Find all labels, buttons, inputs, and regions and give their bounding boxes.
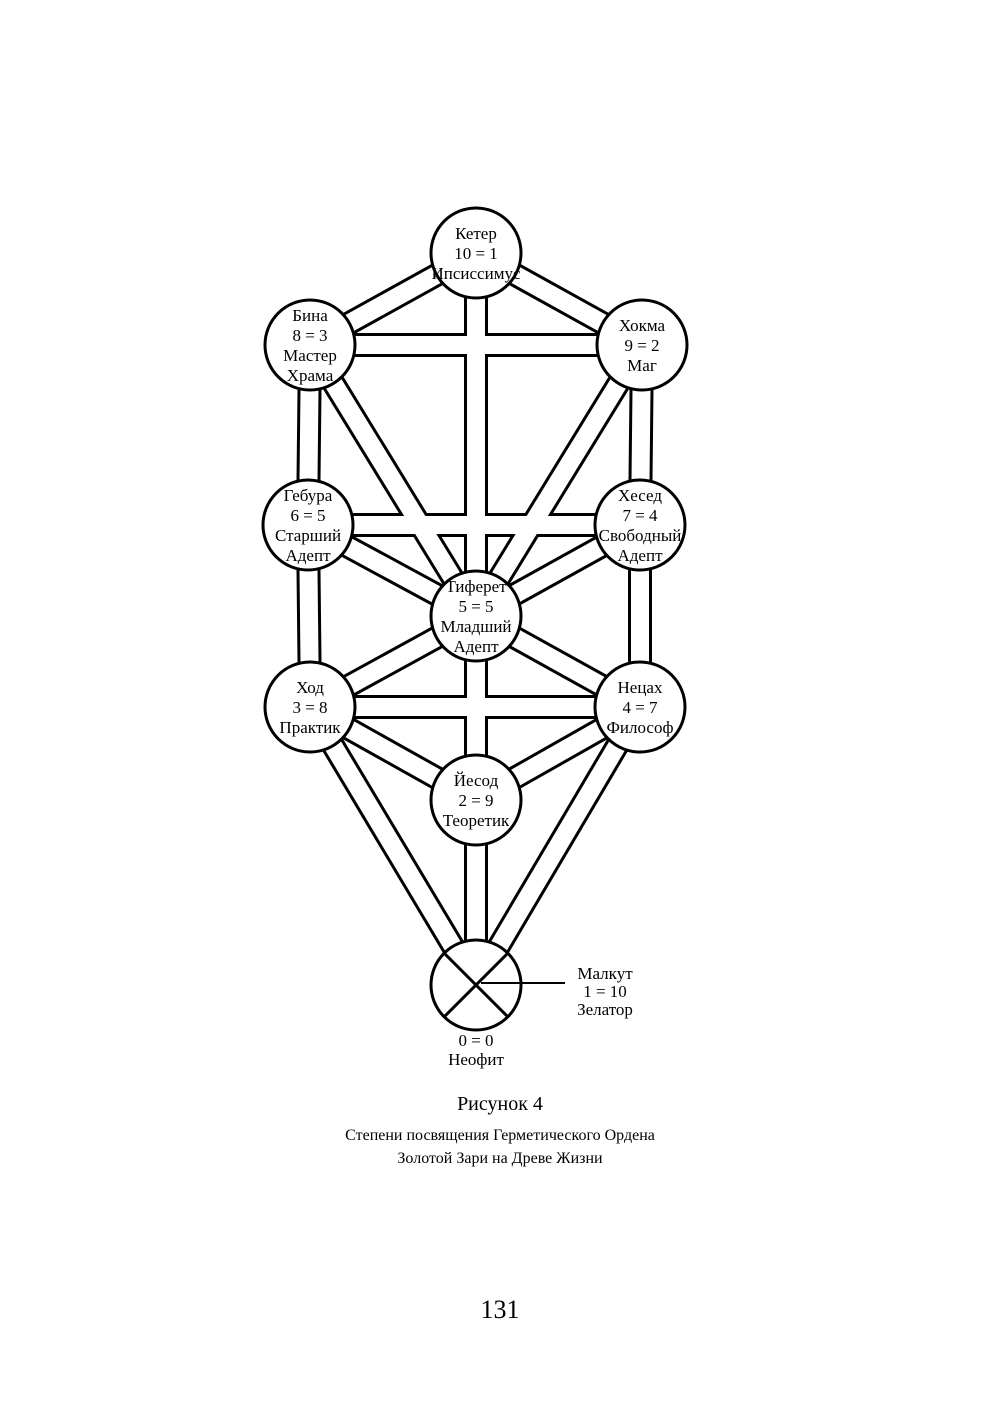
sephirah-label-binah-1: 8 = 3 (292, 326, 327, 345)
sephirah-label-chesed-0: Хесед (618, 486, 662, 505)
sephirah-label-binah-2: Мастер (283, 346, 337, 365)
sephirah-label-hod-0: Ход (296, 678, 324, 697)
sephirah-circle-tiphareth (429, 569, 523, 663)
sephirah-label-yesod-1: 2 = 9 (458, 791, 493, 810)
sephirah-label-tiphareth-2: Младший (440, 617, 511, 636)
sephirah-label-chokmah-1: 9 = 2 (624, 336, 659, 355)
sephirah-label-geburah-2: Старший (275, 526, 341, 545)
neophyte-label-1: Неофит (448, 1050, 504, 1069)
path-hod-malkuth (302, 702, 484, 990)
malkuth-label-2: Зелатор (577, 1000, 633, 1019)
sephirah-label-chesed-2: Свободный (599, 526, 682, 545)
malkuth-label-1: 1 = 10 (583, 982, 627, 1001)
sephirah-label-keter-1: 10 = 1 (454, 244, 498, 263)
sephirah-label-binah-0: Бина (292, 306, 328, 325)
figure-caption-line-1: Степени посвящения Герметического Ордена (345, 1127, 655, 1144)
path-binah-tiphareth (302, 340, 484, 621)
sephirah-label-binah-3: Храма (287, 366, 334, 385)
sephirah-circle-hod (263, 660, 357, 754)
sephirah-label-chesed-3: Адепт (618, 546, 664, 565)
sephirah-label-geburah-0: Гебура (284, 486, 333, 505)
sephirah-label-keter-2: Ипсиссимус (431, 264, 520, 283)
figure-caption-line-2: Золотой Зари на Древе Жизни (397, 1150, 603, 1167)
sephirah-label-netzach-1: 4 = 7 (622, 698, 658, 717)
sephirah-label-yesod-2: Теоретик (443, 811, 510, 830)
sephirah-label-geburah-3: Адепт (286, 546, 332, 565)
path-chokmah-tiphareth (468, 340, 650, 621)
sephirah-label-chokmah-0: Хокма (619, 316, 666, 335)
sephirah-circle-chokmah (595, 298, 689, 392)
sephirah-circle-geburah (261, 478, 355, 572)
sephirah-circle-chesed (593, 478, 687, 572)
malkuth-label-0: Малкут (577, 964, 633, 983)
neophyte-label-0: 0 = 0 (458, 1031, 493, 1050)
malkuth-quarter-line-1 (443, 952, 509, 1018)
sephirah-label-netzach-0: Нецах (618, 678, 663, 697)
sephirah-label-geburah-1: 6 = 5 (290, 506, 325, 525)
sephirah-label-chesed-1: 7 = 4 (622, 506, 658, 525)
sephirah-label-hod-1: 3 = 8 (292, 698, 327, 717)
sephirah-label-tiphareth-1: 5 = 5 (458, 597, 493, 616)
sephirah-label-yesod-0: Йесод (454, 771, 499, 790)
sephirah-circle-yesod (429, 753, 523, 847)
sephirah-label-tiphareth-3: Адепт (454, 637, 500, 656)
sephirah-label-tiphareth-0: Тиферет (445, 577, 507, 596)
sephirah-label-chokmah-2: Маг (627, 356, 657, 375)
sephirah-label-hod-2: Практик (279, 718, 341, 737)
path-netzach-malkuth (468, 702, 648, 990)
sephirah-label-keter-0: Кетер (455, 224, 497, 243)
sephirah-circle-netzach (593, 660, 687, 754)
sephirah-circle-keter (429, 206, 523, 300)
sephirah-circle-binah (263, 298, 357, 392)
page-number: 131 (480, 1295, 520, 1324)
sephirah-label-netzach-2: Философ (607, 718, 674, 737)
figure-title: Рисунок 4 (457, 1093, 543, 1115)
